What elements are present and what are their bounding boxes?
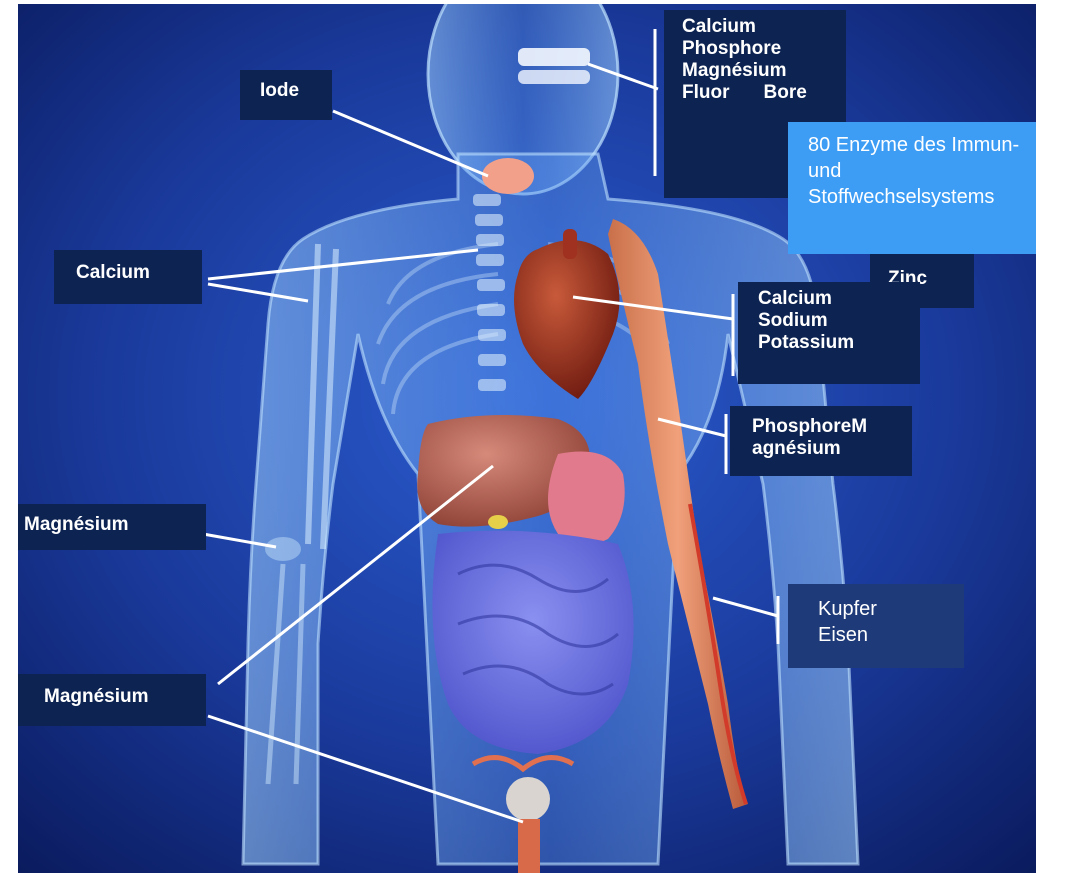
heart-mineral-potassium: Potassium <box>758 332 920 354</box>
thyroid-mineral-iode: Iode <box>260 80 332 102</box>
teeth-mineral-calcium: Calcium <box>682 16 846 38</box>
teeth-mineral-fluor-bore: Fluor Bore <box>682 82 846 104</box>
thyroid-organ <box>482 158 534 194</box>
label-heart-minerals: Calcium Sodium Potassium <box>738 282 920 384</box>
label-arm-muscle-minerals: PhosphoreM agnésium <box>730 406 912 476</box>
teeth-mineral-fluor: Fluor <box>682 82 730 103</box>
label-thyroid-iode: Iode <box>240 70 332 120</box>
enzymes-line-2: und <box>808 158 1036 184</box>
liver-pelvis-mineral-magnesium: Magnésium <box>44 686 206 708</box>
label-arm-bone-calcium: Calcium <box>54 250 202 304</box>
blood-mineral-kupfer: Kupfer <box>818 596 964 622</box>
anatomy-canvas: Calcium Phosphore Magnésium Fluor Bore Io… <box>18 4 1036 873</box>
enzymes-line-1: 80 Enzyme des Immun- <box>808 132 1036 158</box>
enzymes-line-3: Stoffwechselsystems <box>808 184 1036 210</box>
teeth-mineral-phosphore: Phosphore <box>682 38 846 60</box>
heart-mineral-sodium: Sodium <box>758 310 920 332</box>
arm-muscle-mineral-line-1: PhosphoreM <box>752 416 912 438</box>
arm-bone-mineral-calcium: Calcium <box>76 262 202 284</box>
teeth-mineral-bore: Bore <box>764 82 807 103</box>
label-enzymes: 80 Enzyme des Immun- und Stoffwechselsys… <box>788 122 1036 254</box>
elbow-mineral-magnesium: Magnésium <box>24 514 206 536</box>
label-elbow-magnesium: Magnésium <box>18 504 206 550</box>
stomach-organ <box>548 452 625 546</box>
arm-muscle-mineral-line-2: agnésium <box>752 438 912 460</box>
heart-mineral-calcium: Calcium <box>758 288 920 310</box>
label-liver-pelvis-magnesium: Magnésium <box>18 674 206 726</box>
blood-mineral-eisen: Eisen <box>818 622 964 648</box>
label-blood-minerals: Kupfer Eisen <box>788 584 964 668</box>
teeth-mineral-magnesium: Magnésium <box>682 60 846 82</box>
